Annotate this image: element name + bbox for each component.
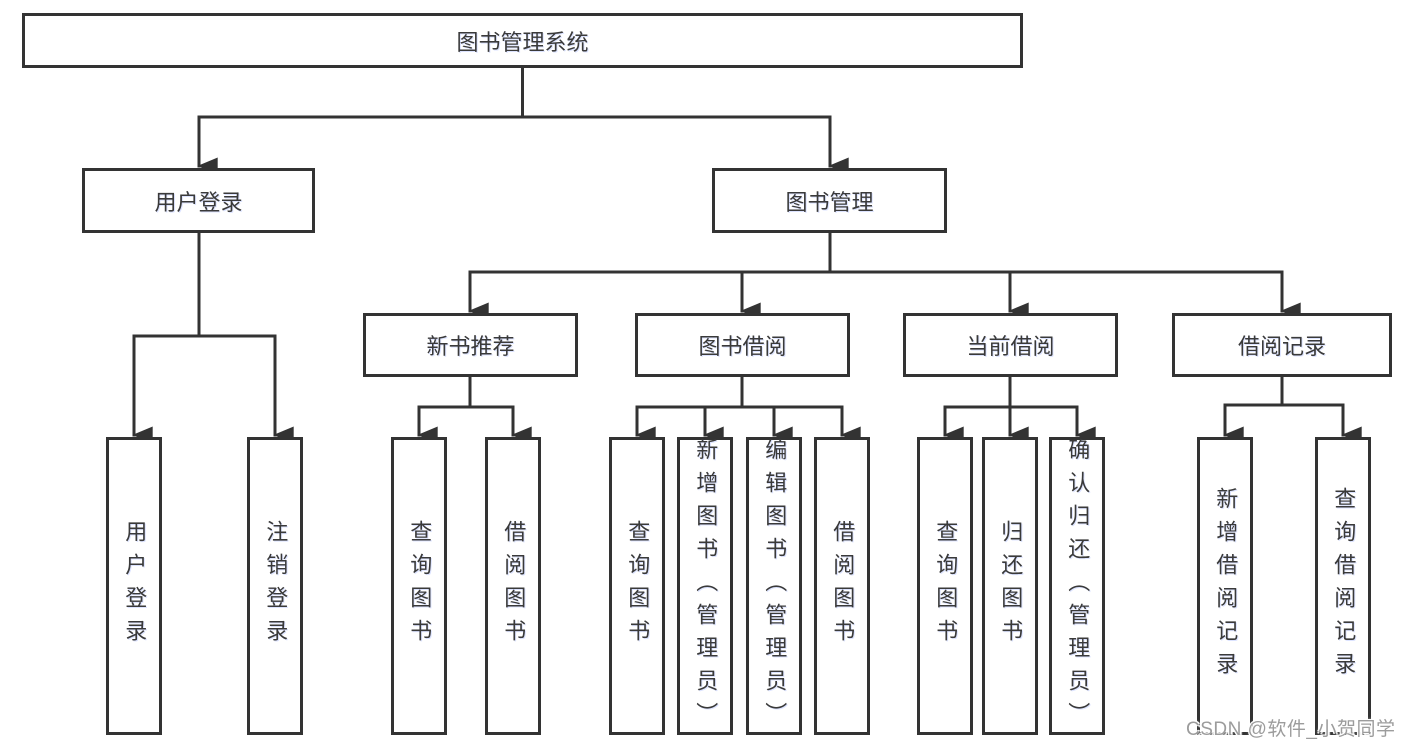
leaf-user-login: 用户登录 (106, 437, 162, 735)
leaf-add-book-admin-label: 新增图书（管理员） (693, 437, 719, 735)
node-root-system-label: 图书管理系统 (456, 29, 589, 55)
leaf-query-books-recommend: 查询图书 (391, 437, 447, 735)
edge-new-book-trunk (417, 375, 515, 409)
leaf-query-books-borrow-label: 查询图书 (625, 520, 651, 652)
node-user-login-label: 用户登录 (154, 189, 243, 215)
leaf-confirm-return-admin-label: 确认归还（管理员） (1065, 437, 1091, 735)
edge-user-login-trunk (132, 231, 277, 338)
node-root-system: 图书管理系统 (22, 13, 1023, 68)
leaf-confirm-return-admin: 确认归还（管理员） (1049, 437, 1105, 735)
leaf-borrow-books-recommend-label: 借阅图书 (501, 520, 527, 652)
leaf-borrow-books-label: 借阅图书 (830, 520, 856, 652)
node-current-borrow-label: 当前借阅 (966, 334, 1055, 359)
leaf-query-books-current-label: 查询图书 (933, 520, 959, 652)
node-borrow-records-label: 借阅记录 (1237, 334, 1326, 359)
edge-current-borrow-trunk (943, 375, 1079, 409)
node-book-management-label: 图书管理 (785, 189, 874, 215)
leaf-query-books-current: 查询图书 (917, 437, 973, 735)
edge-book-management-trunk (468, 231, 1284, 274)
node-book-borrow-label: 图书借阅 (698, 334, 787, 359)
csdn-watermark: CSDN @软件_小贺同学 (1186, 719, 1396, 740)
leaf-return-books: 归还图书 (982, 437, 1038, 735)
node-borrow-records: 借阅记录 (1172, 313, 1392, 377)
node-current-borrow: 当前借阅 (903, 313, 1118, 377)
leaf-edit-book-admin: 编辑图书（管理员） (746, 437, 802, 735)
leaf-logout: 注销登录 (247, 437, 303, 735)
leaf-borrow-books: 借阅图书 (814, 437, 870, 735)
edge-root-trunk (197, 66, 832, 119)
leaf-add-borrow-record-label: 新增借阅记录 (1213, 487, 1239, 685)
leaf-add-borrow-record: 新增借阅记录 (1197, 437, 1253, 735)
leaf-return-books-label: 归还图书 (998, 520, 1024, 652)
leaf-user-login-label: 用户登录 (122, 520, 148, 652)
node-new-book-recommend-label: 新书推荐 (426, 334, 515, 359)
node-book-borrow: 图书借阅 (635, 313, 850, 377)
edge-borrow-records-trunk (1223, 375, 1345, 407)
edge-book-borrow-trunk (635, 375, 844, 409)
leaf-query-borrow-record: 查询借阅记录 (1315, 437, 1371, 735)
node-book-management: 图书管理 (712, 168, 947, 233)
leaf-query-borrow-record-label: 查询借阅记录 (1331, 487, 1357, 685)
leaf-query-books-borrow: 查询图书 (609, 437, 665, 735)
leaf-logout-label: 注销登录 (263, 520, 289, 652)
leaf-borrow-books-recommend: 借阅图书 (485, 437, 541, 735)
connectors (132, 66, 1362, 444)
leaf-edit-book-admin-label: 编辑图书（管理员） (762, 437, 788, 735)
leaf-query-books-recommend-label: 查询图书 (407, 520, 433, 652)
node-user-login: 用户登录 (82, 168, 315, 233)
node-new-book-recommend: 新书推荐 (363, 313, 578, 377)
leaf-add-book-admin: 新增图书（管理员） (677, 437, 733, 735)
